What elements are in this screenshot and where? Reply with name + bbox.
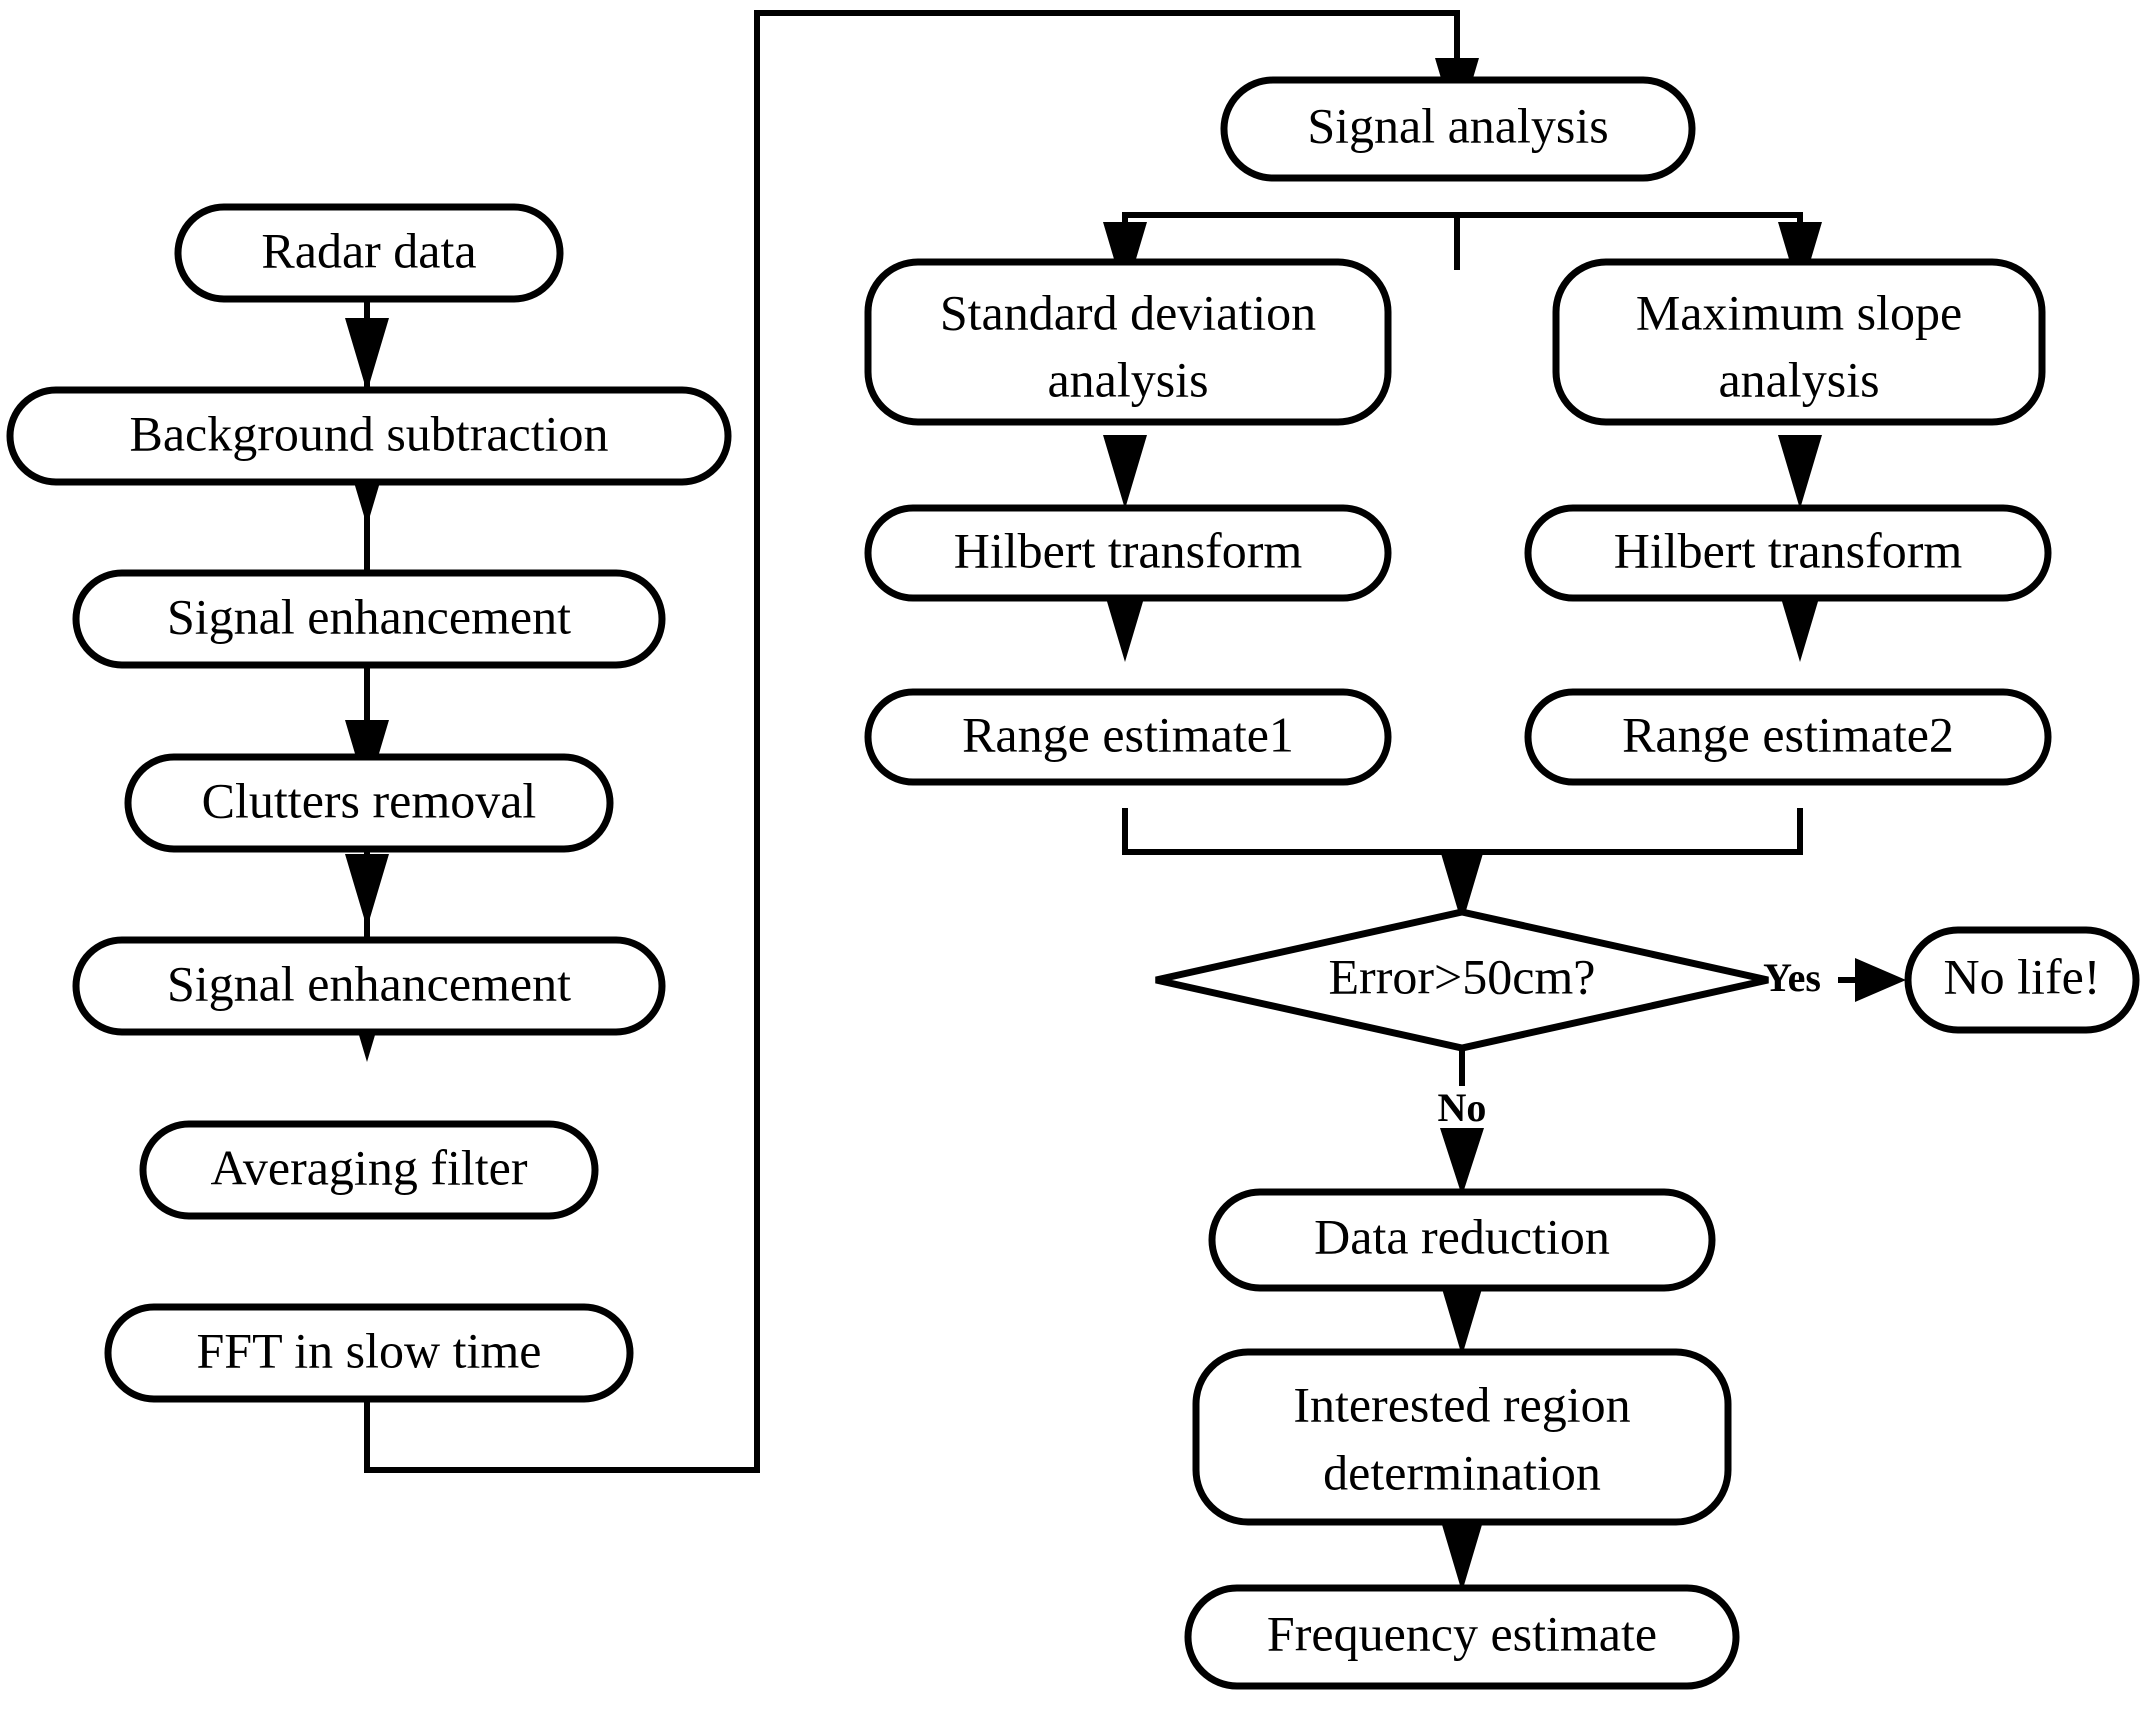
edge-label-no: No [1438,1085,1487,1130]
node-signal-enhancement-1-label: Signal enhancement [167,588,571,644]
node-fft-slow-time-label: FFT in slow time [197,1322,542,1378]
connector-signal-analysis-split [1103,212,1822,296]
node-radar-data[interactable]: Radar data [174,203,564,303]
node-error-decision-label: Error>50cm? [1329,948,1596,1004]
node-fft-slow-time[interactable]: FFT in slow time [104,1303,634,1403]
connector-stddev-to-hilbert [1103,435,1147,509]
node-radar-data-label: Radar data [261,222,476,278]
node-background-subtraction[interactable]: Background subtraction [6,386,732,486]
node-background-subtraction-label: Background subtraction [129,405,608,461]
node-error-decision[interactable]: Error>50cm? [1155,908,1769,1052]
node-hilbert-transform-right-label: Hilbert transform [1614,522,1963,578]
node-signal-analysis-label: Signal analysis [1307,97,1608,153]
node-standard-deviation-analysis[interactable]: Standard deviation analysis [864,258,1392,426]
node-hilbert-transform-right[interactable]: Hilbert transform [1524,504,2052,602]
node-range-estimate-2-label: Range estimate2 [1622,706,1954,762]
node-signal-analysis[interactable]: Signal analysis [1220,76,1696,182]
node-frequency-estimate-label: Frequency estimate [1267,1605,1657,1661]
node-interested-region-line1: Interested region [1293,1376,1630,1432]
node-standard-deviation-analysis-line2: analysis [1047,351,1208,407]
connector-maxslope-to-hilbert [1778,435,1822,509]
node-signal-enhancement-1[interactable]: Signal enhancement [72,569,666,669]
node-range-estimate-2[interactable]: Range estimate2 [1524,688,2052,786]
node-hilbert-transform-left-label: Hilbert transform [954,522,1303,578]
edge-label-yes: Yes [1763,955,1821,1000]
connector-datareduction-to-interestedregion [1440,1282,1484,1356]
node-data-reduction[interactable]: Data reduction [1208,1188,1716,1292]
node-maximum-slope-analysis-line1: Maximum slope [1636,284,1962,340]
node-averaging-filter[interactable]: Averaging filter [139,1120,599,1220]
node-clutters-removal-label: Clutters removal [202,772,537,828]
node-data-reduction-label: Data reduction [1314,1208,1610,1264]
node-hilbert-transform-left[interactable]: Hilbert transform [864,504,1392,602]
node-frequency-estimate[interactable]: Frequency estimate [1184,1584,1740,1690]
node-averaging-filter-label: Averaging filter [211,1139,528,1195]
connector-ranges-merge-to-decision [1122,808,1803,924]
node-no-life-label: No life! [1944,948,2101,1004]
node-signal-enhancement-2[interactable]: Signal enhancement [72,936,666,1036]
node-no-life[interactable]: No life! [1904,926,2140,1034]
node-interested-region-line2: determination [1323,1444,1601,1500]
node-clutters-removal[interactable]: Clutters removal [124,753,614,853]
node-range-estimate-1-label: Range estimate1 [962,706,1294,762]
node-range-estimate-1[interactable]: Range estimate1 [864,688,1392,786]
node-maximum-slope-analysis[interactable]: Maximum slope analysis [1552,258,2046,426]
node-standard-deviation-analysis-line1: Standard deviation [940,284,1316,340]
node-interested-region-determination[interactable]: Interested region determination [1192,1348,1732,1526]
node-signal-enhancement-2-label: Signal enhancement [167,955,571,1011]
node-maximum-slope-analysis-line2: analysis [1718,351,1879,407]
connector-interestedregion-to-frequencyestimate [1440,1518,1484,1592]
